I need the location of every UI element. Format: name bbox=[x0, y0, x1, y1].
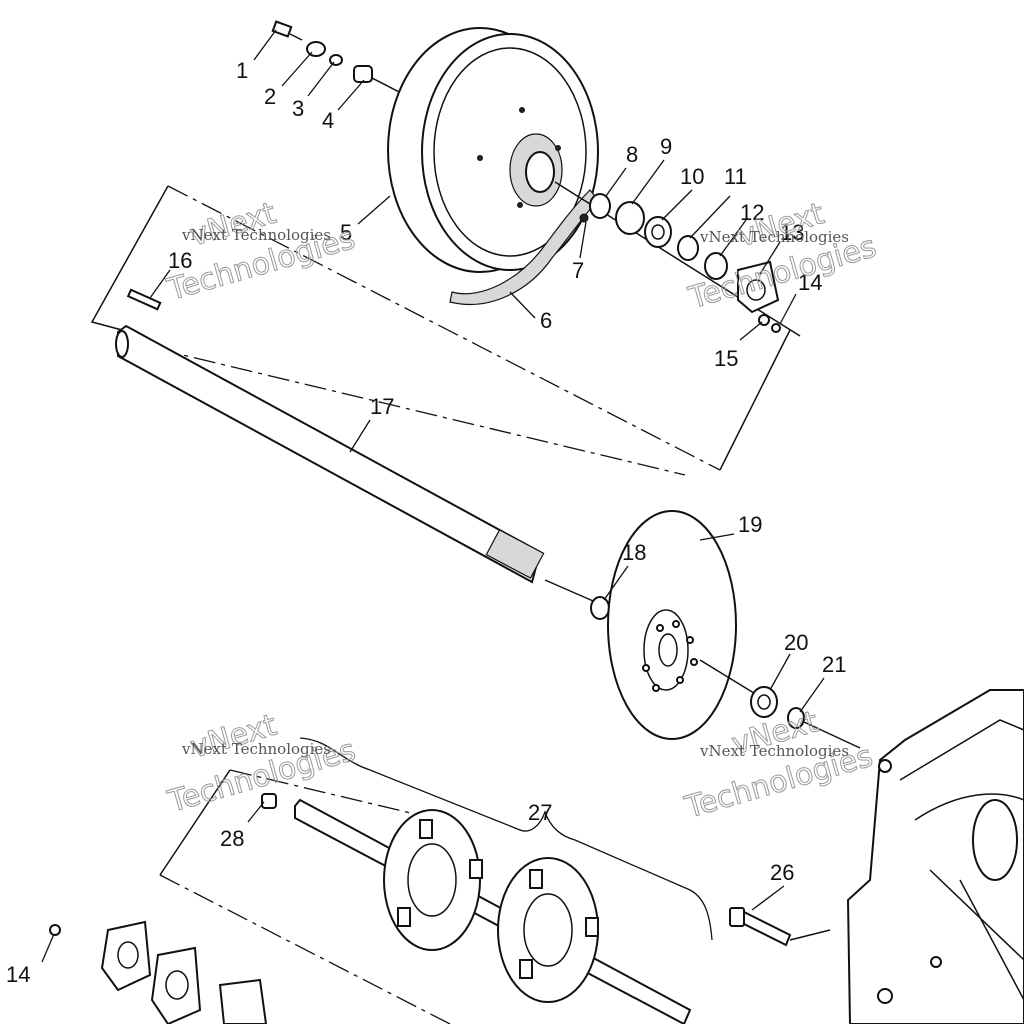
callout-15: 15 bbox=[714, 346, 738, 371]
watermark-caption-top-right: vNext Technologies bbox=[699, 228, 849, 246]
callout-14-top: 14 bbox=[798, 270, 822, 295]
callout-26: 26 bbox=[770, 860, 794, 885]
watermark-caption-mid-right: vNext Technologies bbox=[699, 742, 849, 760]
disc-bearing bbox=[750, 686, 861, 749]
drive-sprocket-wheel bbox=[387, 27, 599, 273]
watermark-caption-mid-left: vNext Technologies bbox=[181, 740, 331, 758]
callout-12: 12 bbox=[740, 200, 764, 225]
callout-2: 2 bbox=[264, 84, 276, 109]
callout-6: 6 bbox=[540, 308, 552, 333]
callout-16: 16 bbox=[168, 248, 192, 273]
callout-19: 19 bbox=[738, 512, 762, 537]
brake-disc bbox=[590, 510, 763, 740]
callout-7: 7 bbox=[572, 258, 584, 283]
callout-27: 27 bbox=[528, 800, 552, 825]
callout-11: 11 bbox=[724, 164, 747, 189]
chaincase-housing bbox=[846, 689, 1024, 1024]
callout-3: 3 bbox=[292, 96, 304, 121]
callout-17: 17 bbox=[370, 394, 394, 419]
callout-13: 13 bbox=[780, 220, 804, 245]
watermark-caption-top-left: vNext Technologies bbox=[181, 226, 331, 244]
callout-14-bottom: 14 bbox=[6, 962, 30, 987]
callout-28: 28 bbox=[220, 826, 244, 851]
callout-5: 5 bbox=[340, 220, 352, 245]
top-hardware bbox=[271, 20, 406, 96]
bearing-flanges bbox=[49, 920, 268, 1024]
callout-1: 1 bbox=[236, 58, 248, 83]
drive-shaft bbox=[115, 288, 601, 605]
callout-8: 8 bbox=[626, 142, 638, 167]
callout-4: 4 bbox=[322, 108, 334, 133]
bearing-stack bbox=[554, 181, 801, 337]
callout-18: 18 bbox=[622, 540, 646, 565]
housing-bolt bbox=[729, 907, 831, 947]
callout-20: 20 bbox=[784, 630, 808, 655]
track-drive-shaft bbox=[261, 793, 692, 1024]
assembly-guide-lines bbox=[90, 185, 791, 1024]
callout-10: 10 bbox=[680, 164, 704, 189]
callout-21: 21 bbox=[822, 652, 846, 677]
callout-leaders bbox=[41, 29, 825, 963]
callout-labels: 1 2 3 4 5 6 7 8 9 10 11 12 13 14 15 16 1… bbox=[6, 58, 846, 987]
callout-9: 9 bbox=[660, 134, 672, 159]
